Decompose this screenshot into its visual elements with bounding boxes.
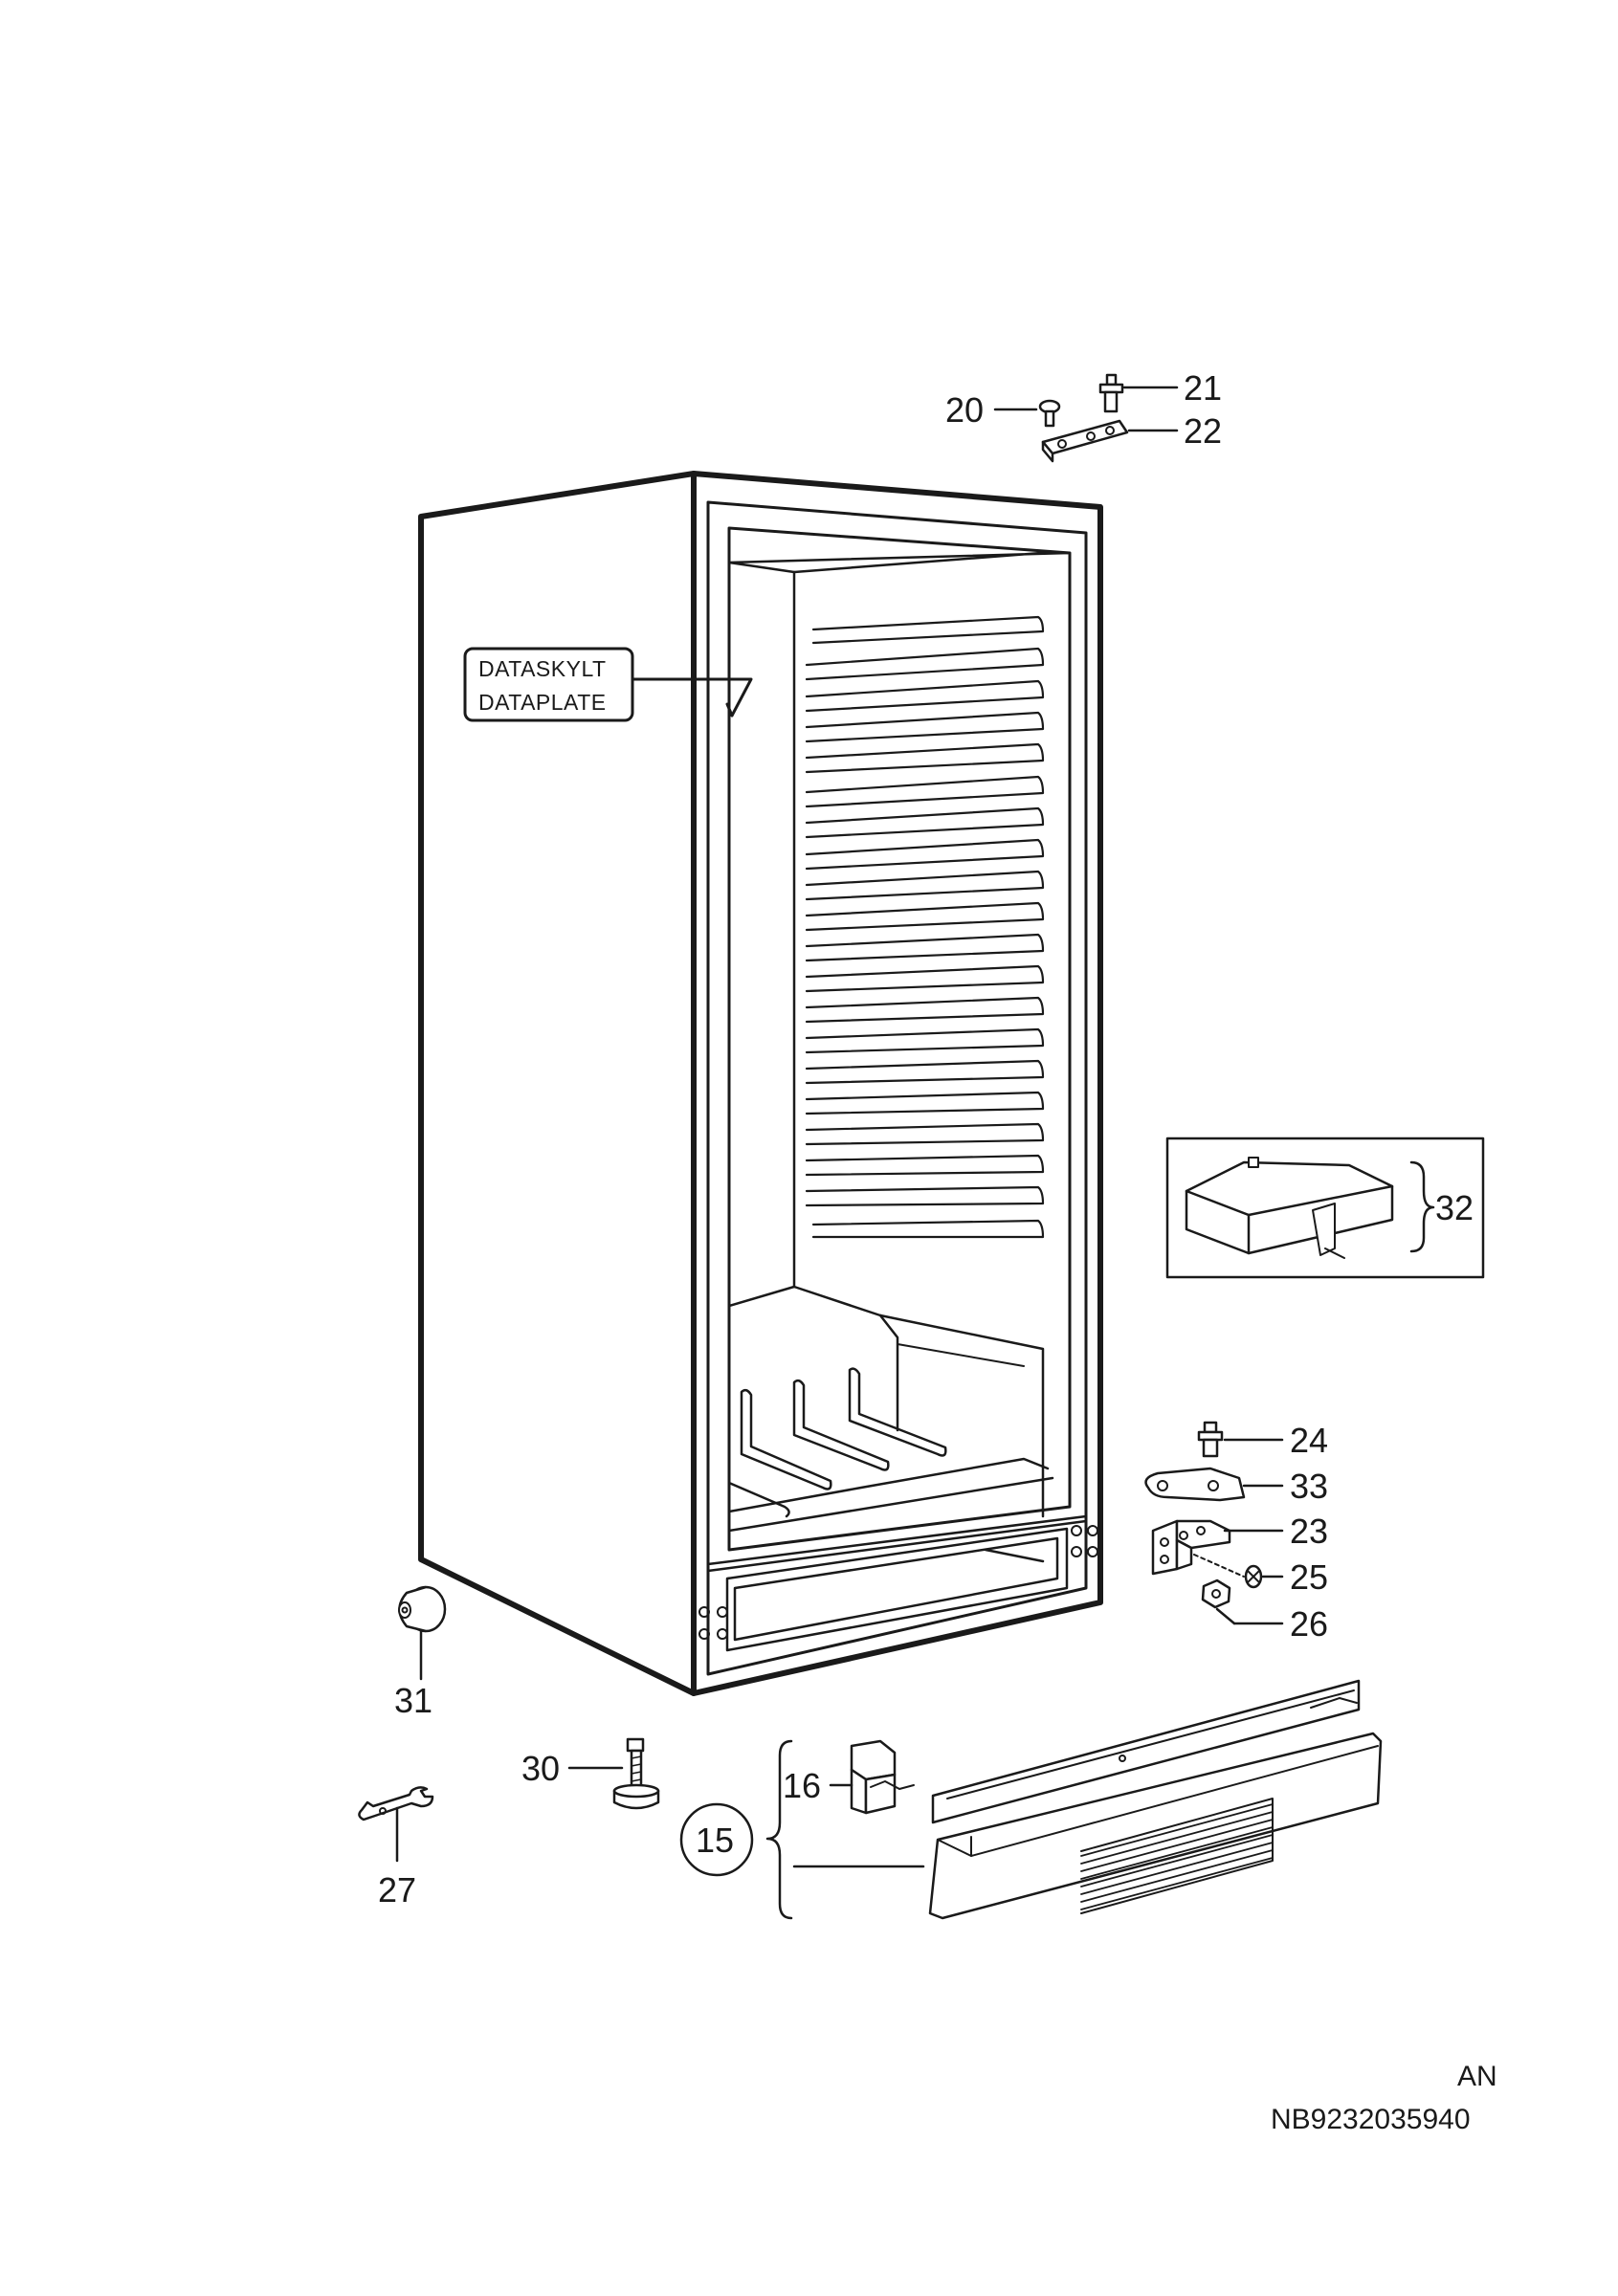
cabinet [418,471,1103,1696]
data-plate-text-2: DATAPLATE [478,690,607,715]
part-16-clip: 16 [783,1739,915,1815]
callout-16: 16 [783,1766,821,1805]
callout-31: 31 [394,1681,432,1720]
variant-code: AN [1457,2061,1497,2092]
document-number: NB9232035940 [1271,2104,1471,2135]
data-plate-label: DATASKYLT DATAPLATE [463,647,753,722]
callout-24: 24 [1290,1421,1328,1460]
callout-20: 20 [945,390,984,430]
part-31-foot: 31 [394,1585,447,1720]
part-15-kickplate-group: 15 [679,1679,1383,1920]
part-22-hinge-plate: 22 [1041,411,1222,463]
callout-30: 30 [521,1749,560,1788]
callout-21: 21 [1184,368,1222,408]
part-21-pin: 21 [1098,368,1222,413]
part-32-inset: 32 [1165,1137,1485,1279]
shelf-ribs [805,615,1045,1239]
callout-27: 27 [378,1870,416,1910]
callout-22: 22 [1184,411,1222,451]
callout-32: 32 [1435,1188,1474,1227]
callout-15: 15 [696,1821,734,1860]
data-plate-text-1: DATASKYLT [478,656,607,681]
part-24-pin: 24 [1197,1421,1328,1460]
hinge-holes [698,1525,1098,1640]
grille-slots [1080,1803,1274,1910]
part-23-bottom-hinge: 23 [1151,1512,1328,1576]
callout-26: 26 [1290,1604,1328,1644]
part-20-screw: 20 [945,390,1061,430]
document-footer: AN NB9232035940 [1271,2061,1497,2135]
part-25-screw: 25 [1193,1554,1328,1597]
part-26-nut: 26 [1201,1578,1328,1644]
part-30-adjustable-foot: 30 [521,1737,660,1810]
callout-33: 33 [1290,1467,1328,1506]
part-27-wrench: 27 [358,1786,434,1910]
bottom-coils [727,1367,1054,1533]
callout-23: 23 [1290,1512,1328,1551]
callout-25: 25 [1290,1557,1328,1597]
part-33-hinge-bracket: 33 [1144,1467,1328,1506]
